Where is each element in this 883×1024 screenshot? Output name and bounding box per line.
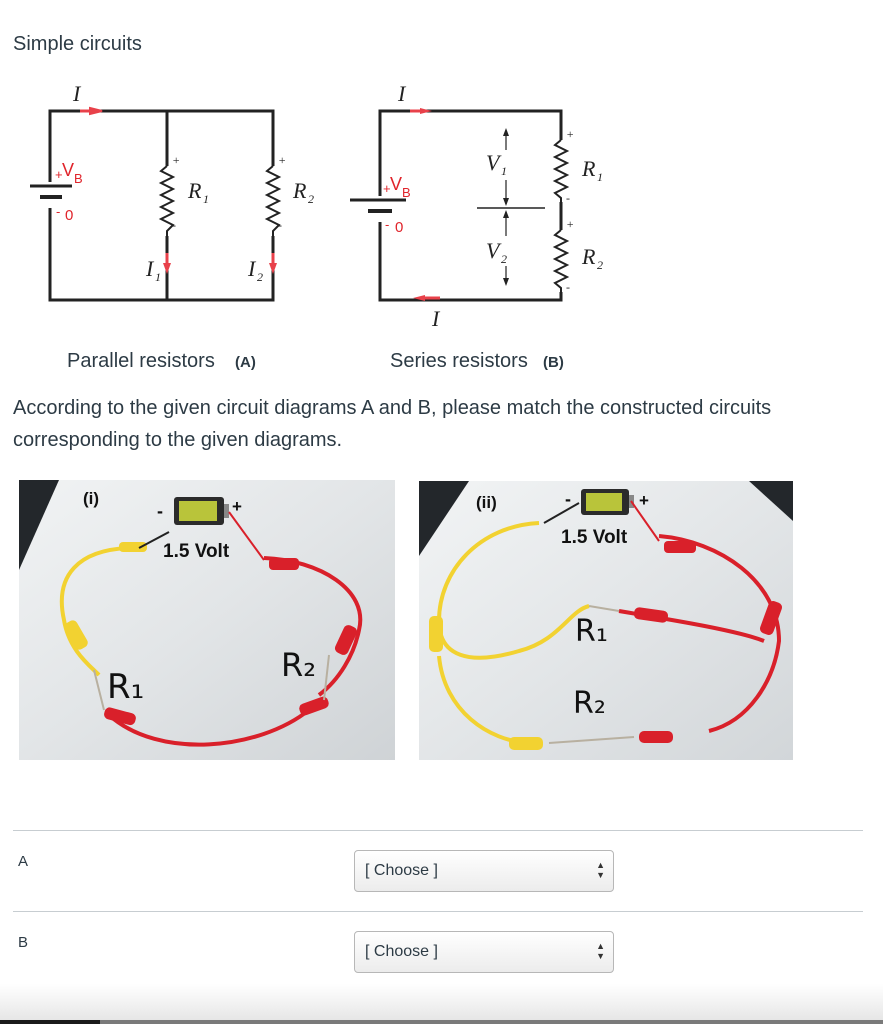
diagram-b-battery-label: V: [390, 174, 402, 194]
page-title: Simple circuits: [13, 33, 142, 55]
diagram-a-battery-minus: -: [56, 204, 60, 219]
match-row-a-label: A: [18, 853, 29, 870]
diagram-b-r1-minus: -: [566, 191, 570, 205]
photo-ii-minus: -: [565, 489, 571, 509]
diagram-b-current-label-bottom: I: [431, 306, 441, 331]
diagram-a-r1-sub: 1: [203, 192, 209, 206]
diagram-a-caption: Parallel resistors: [67, 350, 215, 372]
diagram-a-i1-sub: 1: [155, 270, 161, 284]
diagram-a-r1-minus: -: [172, 218, 176, 232]
diagram-b-r2-plus: +: [566, 217, 574, 231]
photo-i-r1-label: R₁: [107, 667, 144, 707]
diagram-a-caption-tag: (A): [235, 354, 256, 371]
diagram-a-r2-label: R: [292, 178, 307, 203]
diagram-b-r1-plus: +: [566, 127, 574, 141]
diagram-a-r2-minus: -: [278, 218, 282, 232]
match-select-a-value: [ Choose ]: [365, 862, 438, 879]
photo-i-plus: +: [232, 497, 242, 516]
photo-ii-r2-label: R₂: [573, 686, 606, 721]
diagram-b-r1-label: R: [581, 156, 596, 181]
diagram-b-r2-sub: 2: [597, 258, 603, 272]
diagram-a-i2-sub: 2: [257, 270, 263, 284]
diagram-b-r2-minus: -: [566, 280, 570, 294]
diagram-a-r1-plus: +: [172, 153, 180, 167]
select-arrows-icon: ▲▼: [596, 860, 605, 880]
battery-icon: [174, 497, 229, 525]
diagram-b-battery-sub: B: [402, 185, 411, 200]
diagram-b-battery-zero: 0: [395, 219, 403, 236]
photo-ii-voltage: 1.5 Volt: [561, 527, 628, 548]
diagram-a-r1-label: R: [187, 178, 202, 203]
diagram-b-battery-plus: +: [383, 181, 391, 196]
row-divider: [13, 911, 863, 912]
photo-ii-plus: +: [639, 491, 649, 510]
photo-ii-label: (ii): [476, 493, 497, 512]
diagram-a-battery-label: V: [62, 160, 74, 180]
diagram-a-i2-label: I: [247, 256, 257, 281]
question-text: According to the given circuit diagrams …: [13, 397, 772, 451]
match-row-b-label: B: [18, 934, 29, 951]
diagram-a-r2-sub: 2: [308, 192, 314, 206]
photo-i-label: (i): [83, 489, 99, 508]
photo-ii-r1-label: R₁: [575, 614, 608, 649]
diagram-a-battery-zero: 0: [65, 207, 73, 224]
bottom-shadow: [0, 984, 883, 1020]
diagram-b-caption-tag: (B): [543, 354, 564, 371]
circuit-photo-ii: (ii) - + 1.5 Volt R₁ R₂: [419, 481, 793, 760]
diagram-a-r2-plus: +: [278, 153, 286, 167]
row-divider: [13, 830, 863, 831]
diagram-b-v1-label: V: [486, 150, 502, 175]
match-select-b-value: [ Choose ]: [365, 943, 438, 960]
match-select-a[interactable]: [ Choose ] ▲▼: [354, 850, 614, 892]
circuit-photo-i: (i) - + 1.5 Volt R₁ R₂: [19, 480, 395, 760]
diagram-b-r2-label: R: [581, 244, 596, 269]
diagram-b-v2-label: V: [486, 238, 502, 263]
diagram-a-current-label: I: [72, 81, 82, 106]
diagram-a-battery-sub: B: [74, 171, 83, 186]
diagram-a-i1-label: I: [145, 256, 155, 281]
parallel-circuit-diagram: [30, 106, 282, 302]
series-circuit-diagram: [350, 108, 570, 302]
diagram-b-v2-sub: 2: [501, 252, 507, 266]
match-select-b[interactable]: [ Choose ] ▲▼: [354, 931, 614, 973]
photo-i-minus: -: [157, 501, 163, 521]
bottom-bar: [0, 1020, 883, 1024]
battery-icon: [581, 489, 634, 515]
photo-i-r2-label: R₂: [281, 646, 316, 684]
diagram-a-battery-plus: +: [55, 167, 63, 182]
diagram-b-v1-sub: 1: [501, 164, 507, 178]
diagram-b-r1-sub: 1: [597, 170, 603, 184]
circuit-diagrams: I + V B - 0 + - + - R 1 R 2 I 1 I 2 Para…: [30, 81, 603, 372]
diagram-b-caption: Series resistors: [390, 350, 528, 372]
select-arrows-icon: ▲▼: [596, 941, 605, 961]
bottom-bar-segment: [0, 1020, 100, 1024]
photo-i-voltage: 1.5 Volt: [163, 541, 230, 562]
diagram-b-current-label-top: I: [397, 81, 407, 106]
diagram-b-battery-minus: -: [385, 217, 389, 232]
